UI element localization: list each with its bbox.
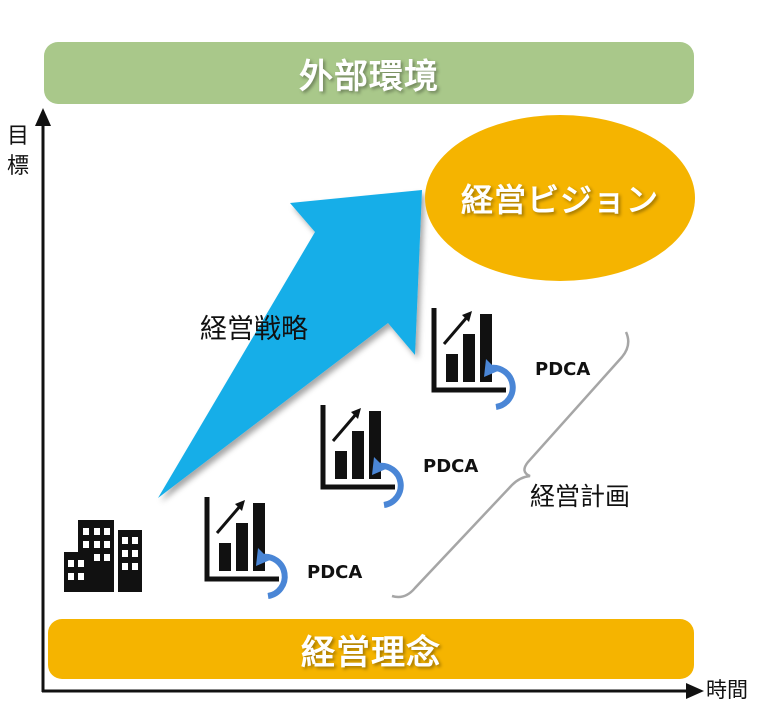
y-axis-arrowhead [35, 108, 51, 126]
vision-ellipse: 経営ビジョン [425, 115, 695, 281]
strategy-arrow [158, 190, 422, 498]
x-axis-label: 時間 [706, 678, 748, 702]
growth-chart-icon [431, 308, 506, 393]
y-axis [35, 108, 51, 692]
plan-brace [391, 331, 630, 599]
management-plan-label: 経営計画 [530, 482, 631, 511]
management-philosophy-banner: 経営理念 [48, 619, 694, 679]
management-philosophy-label: 経営理念 [301, 632, 441, 673]
vision-label: 経営ビジョン [460, 181, 659, 219]
external-environment-banner: 外部環境 [44, 42, 694, 104]
pdca-label: PDCA [307, 562, 363, 583]
y-axis-label-char: 標 [6, 154, 29, 179]
growth-chart-icon [204, 497, 279, 582]
pdca-label: PDCA [423, 456, 479, 477]
strategy-label: 経営戦略 [200, 314, 308, 345]
x-axis-arrowhead [686, 683, 704, 699]
external-environment-label: 外部環境 [299, 56, 439, 97]
cycle-arrow-icon [256, 548, 288, 599]
cycle-arrow-icon [484, 359, 516, 410]
pdca-label: PDCA [535, 359, 591, 380]
x-axis [42, 683, 704, 699]
y-axis-label-char: 目 [6, 124, 29, 149]
growth-chart-icon [320, 405, 395, 490]
office-buildings-icon [64, 520, 142, 592]
cycle-arrow-icon [372, 457, 404, 508]
y-axis-label: 目 標 [5, 122, 31, 182]
